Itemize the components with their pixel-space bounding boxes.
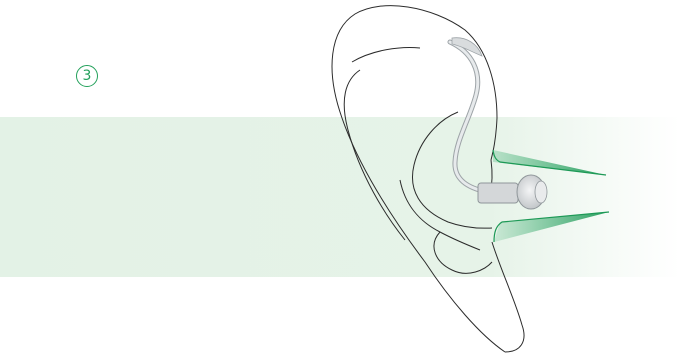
step-number-badge: 3 bbox=[76, 65, 98, 87]
step-number: 3 bbox=[83, 69, 92, 83]
hearing-aid-dome-tip bbox=[535, 181, 547, 203]
hearing-aid-receiver bbox=[478, 183, 518, 203]
background-band bbox=[0, 117, 680, 277]
antihelix-outline bbox=[352, 48, 420, 62]
